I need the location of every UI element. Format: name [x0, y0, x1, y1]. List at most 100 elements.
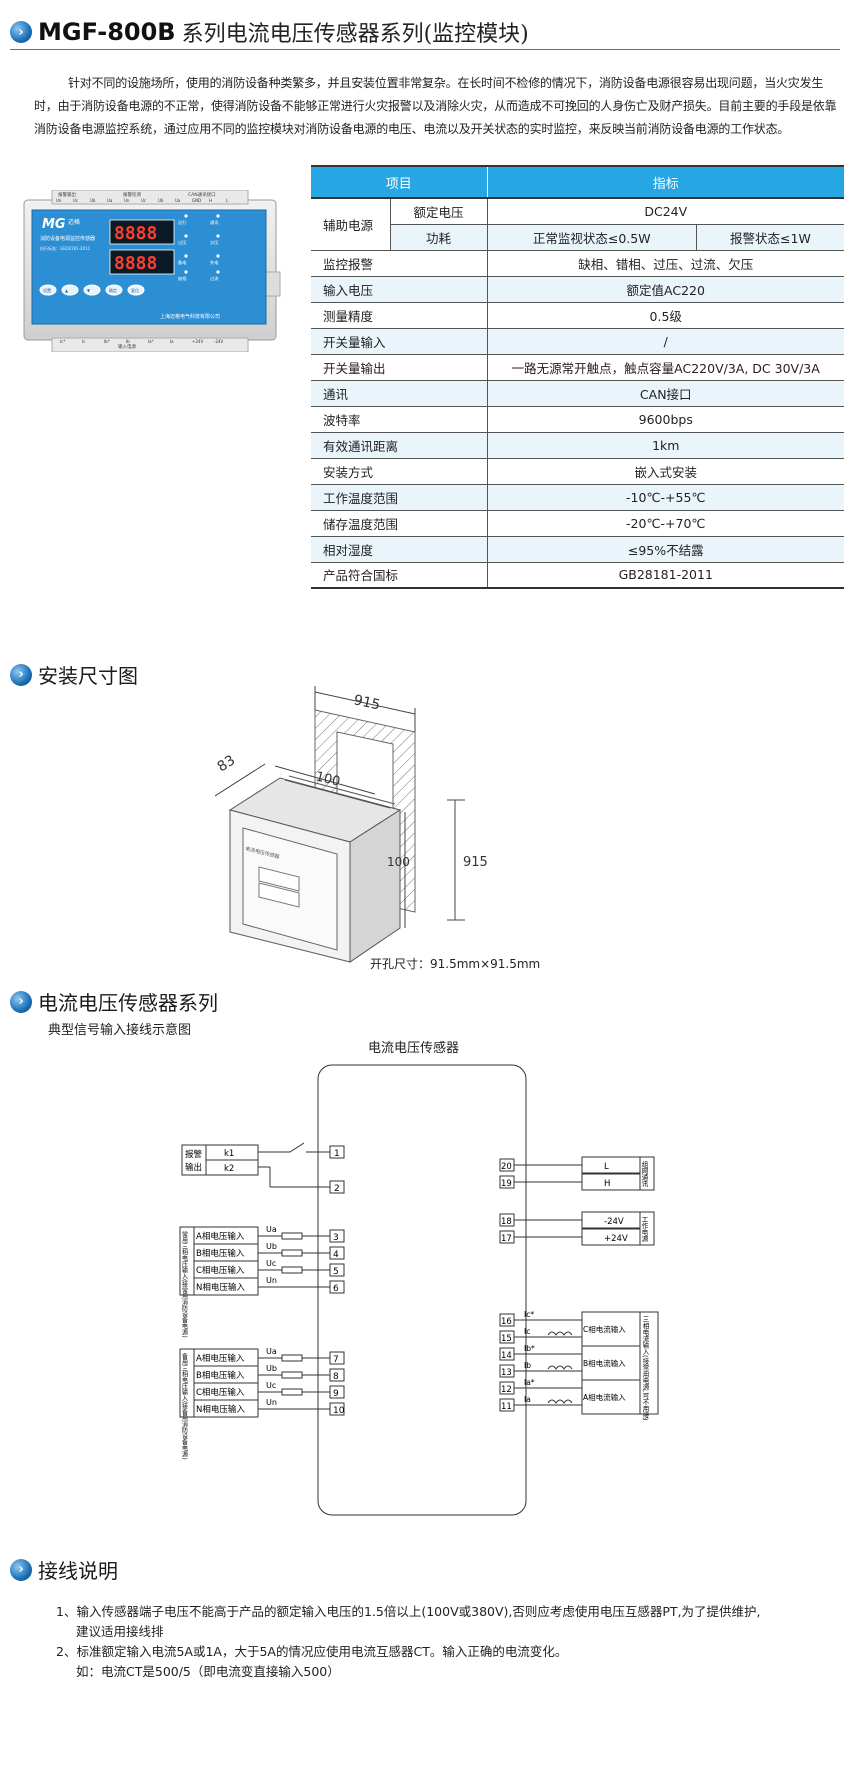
terminal-box — [329, 1385, 345, 1399]
brand-name: 迈格 — [68, 218, 80, 226]
header-divider — [10, 49, 840, 50]
device-button-label: ▲ — [65, 288, 69, 293]
spec-row-value: 0.5级 — [487, 302, 844, 329]
voltage-input-label: N相电压输入 — [196, 1404, 245, 1415]
spec-header-row: 项目 指标 — [311, 165, 844, 199]
fuse-icon — [281, 1266, 303, 1274]
intro-paragraph: 针对不同的设施场所，使用的消防设备种类繁多，并且安装位置非常复杂。在长时间不检修… — [34, 76, 837, 136]
device-button-label: 设置 — [43, 287, 51, 293]
current-input-box — [581, 1345, 641, 1381]
note-line-1: 1、输入传感器端子电压不能高于产品的额定输入电压的1.5倍以上(100V或380… — [56, 1604, 761, 1619]
chevron-right-icon: › — [10, 21, 32, 43]
voltage-wire-label: Un — [266, 1276, 277, 1285]
spec-alarm-state: 报警状态≤1W — [696, 224, 844, 251]
spec-row-value: CAN接口 — [487, 380, 844, 407]
terminal-number: 4 — [333, 1250, 339, 1260]
chevron-right-icon: › — [10, 663, 32, 686]
current-input-label: B相电流输入 — [583, 1358, 626, 1368]
spec-row-value: 1km — [487, 432, 844, 459]
spec-row-name: 开关量输出 — [311, 354, 488, 381]
group-label-box — [639, 1311, 659, 1415]
terminal-box — [329, 1280, 345, 1294]
device-top-terminal: Uc — [141, 198, 146, 203]
device-top-terminal: Ub — [90, 198, 96, 203]
ct-coil-icon — [547, 1331, 573, 1336]
status-led-icon — [184, 234, 188, 238]
device-top-terminal: Un — [124, 198, 130, 203]
note-line-3: 2、标准额定输入电流5A或1A，大于5A的情况应使用电流互感器CT。输入正确的电… — [56, 1644, 568, 1659]
device-button — [127, 284, 145, 296]
spec-row-value: 9600bps — [487, 406, 844, 433]
status-led-label: 通讯 — [210, 219, 219, 226]
spec-row-name: 产品符合国标 — [311, 562, 488, 589]
wiring-subtitle: 典型信号输入接线示意图 — [48, 1023, 192, 1038]
spec-row-name: 安装方式 — [311, 458, 488, 485]
wiring-section-header: › 电流电压传感器系列 — [10, 987, 218, 1016]
terminal-number: 6 — [333, 1284, 339, 1294]
ct-coil-icon — [547, 1399, 573, 1404]
spec-row: 开关量输出一路无源常开触点，触点容量AC220V/3A, DC 30V/3A — [311, 354, 844, 381]
status-led-label: 运行 — [178, 219, 186, 226]
dim-height-outer: 915 — [463, 855, 488, 870]
current-wire-label: Ic* — [524, 1310, 534, 1319]
terminal-box — [329, 1246, 345, 1260]
device-top-terminal: H — [209, 198, 212, 203]
spec-table: 项目 指标 辅助电源 额定电压 DC24V 功耗 正常监视状态≤0.5W 报警状… — [311, 165, 844, 589]
device-top-terminal: GND — [192, 198, 201, 203]
current-wire-label: Ia — [524, 1395, 531, 1404]
spec-row: 开关量输入/ — [311, 328, 844, 355]
fuse-icon — [281, 1388, 303, 1396]
status-led-label: 欠压 — [210, 239, 218, 246]
notes-section-header: › 接线说明 — [10, 1555, 118, 1584]
product-model: MGF-800B — [38, 18, 176, 46]
spec-row-power: 功耗 正常监视状态≤0.5W 报警状态≤1W — [311, 224, 844, 251]
install-dimension-drawing: 915 915 电流电压传感器 83 100 100 — [215, 686, 488, 963]
spec-rated-voltage: 额定电压 — [390, 198, 488, 225]
wiring-title: 电流电压传感器系列 — [38, 991, 218, 1015]
status-led-label: 失电 — [210, 259, 219, 266]
terminal-box — [329, 1351, 345, 1365]
current-wire-label: Ia* — [524, 1378, 535, 1387]
terminal-box — [329, 1368, 345, 1382]
status-led-label: 过压 — [178, 239, 186, 246]
install-title: 安装尺寸图 — [38, 664, 138, 688]
wiring-diagram: 电流电压传感器 报警 输出 k1 k2 12 常用三相电压输入(接常用消防设备电… — [179, 1040, 659, 1516]
status-led-icon — [184, 254, 188, 258]
spec-row-value: / — [487, 328, 844, 355]
device-top-terminal: L — [226, 198, 229, 203]
terminal-number: 17 — [501, 1234, 512, 1244]
spec-row-name: 监控报警 — [311, 250, 488, 277]
brand-logo: MG — [42, 217, 66, 232]
fuse-icon — [281, 1371, 303, 1379]
current-wire-label: Ic — [524, 1327, 530, 1336]
device-company: 上海迈格电气科技有限公司 — [160, 313, 220, 320]
voltage-input-label: B相电压输入 — [196, 1248, 245, 1259]
terminal-number: 1 — [334, 1149, 340, 1159]
device-top-terminal: Ub — [158, 198, 164, 203]
device-button — [61, 284, 79, 296]
voltage-wire-label: Un — [266, 1398, 277, 1407]
device-bottom-terminal: +24V — [192, 339, 203, 344]
status-led-icon — [184, 214, 188, 218]
terminal-box — [329, 1229, 345, 1243]
svg-text:8888: 8888 — [114, 223, 157, 244]
terminal-number: 16 — [501, 1317, 512, 1327]
group-label: 组网通讯 — [640, 1160, 648, 1189]
voltage-input-label: C相电压输入 — [196, 1387, 245, 1398]
device-button — [105, 284, 123, 296]
terminal-number: 3 — [333, 1233, 339, 1243]
device-bottom-terminal: Ia — [170, 339, 174, 344]
terminal-number: 19 — [501, 1179, 512, 1189]
device-top-label-1: 报警输出 — [58, 191, 76, 198]
terminal-number: 15 — [501, 1334, 512, 1344]
terminal-box — [329, 1263, 345, 1277]
ct-coil-icon — [547, 1365, 573, 1370]
current-input-label: C相电流输入 — [583, 1324, 626, 1334]
line-label: L — [604, 1162, 609, 1172]
device-top-label-2: 报警检测 — [123, 191, 141, 198]
fuse-icon — [281, 1249, 303, 1257]
notes-title: 接线说明 — [38, 1559, 118, 1583]
